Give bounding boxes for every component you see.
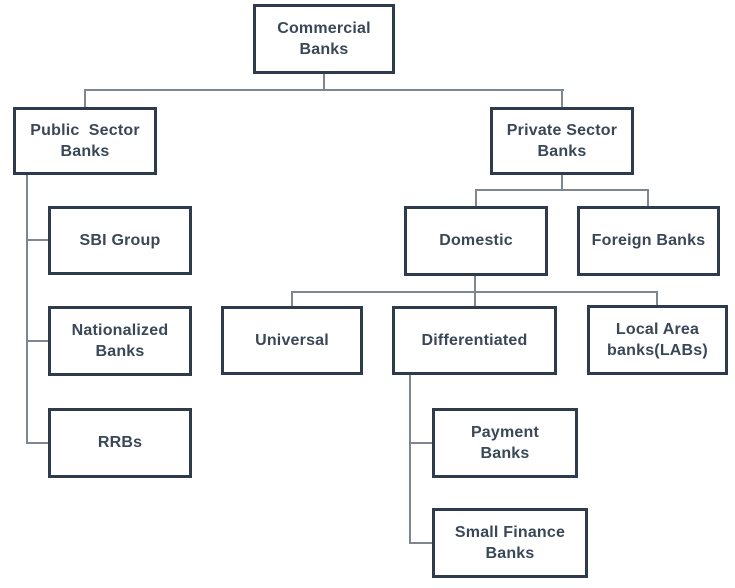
node-differentiated: Differentiated — [392, 306, 557, 375]
connector-public-vertical — [26, 175, 28, 444]
node-nationalized-banks-label: Nationalized Banks — [71, 321, 169, 360]
connector-to-payment — [409, 442, 432, 444]
connector-to-public — [84, 89, 86, 107]
node-domestic: Domestic — [404, 206, 548, 276]
node-private-sector-banks: Private Sector Banks — [490, 107, 634, 175]
node-payment-banks-label: Payment Banks — [470, 423, 540, 462]
connector-to-nationalized — [26, 340, 48, 342]
node-public-sector-banks-label: Public Sector Banks — [30, 121, 140, 160]
connector-to-rrbs — [26, 442, 48, 444]
node-small-finance-banks-label: Small Finance Banks — [454, 523, 566, 562]
connector-to-sbi — [26, 239, 48, 241]
node-universal: Universal — [221, 306, 363, 375]
node-universal-label: Universal — [255, 331, 329, 349]
node-rrbs: RRBs — [48, 408, 192, 478]
connector-differentiated-vertical — [409, 375, 411, 544]
node-local-area-banks-label: Local Area banks(LABs) — [607, 320, 708, 359]
connector-to-smallfinance — [409, 542, 432, 544]
node-sbi-group-label: SBI Group — [79, 231, 161, 249]
connector-to-labs — [656, 291, 658, 305]
node-commercial-banks: Commercial Banks — [253, 4, 395, 74]
node-nationalized-banks: Nationalized Banks — [48, 306, 192, 376]
node-payment-banks: Payment Banks — [432, 408, 578, 478]
node-local-area-banks: Local Area banks(LABs) — [587, 305, 728, 375]
node-commercial-banks-label: Commercial Banks — [277, 19, 371, 58]
node-rrbs-label: RRBs — [97, 434, 143, 452]
node-private-sector-banks-label: Private Sector Banks — [506, 121, 618, 160]
node-small-finance-banks: Small Finance Banks — [432, 508, 588, 578]
node-domestic-label: Domestic — [439, 232, 513, 250]
node-foreign-banks: Foreign Banks — [577, 206, 720, 276]
connector-to-domestic — [475, 189, 477, 206]
connector-to-universal — [291, 291, 293, 306]
connector-to-foreign — [647, 189, 649, 206]
connector-to-private — [561, 89, 563, 107]
node-sbi-group: SBI Group — [48, 206, 192, 275]
connector-commercial-stub — [323, 74, 325, 91]
connector-to-differentiated — [474, 291, 476, 306]
connector-level2-horizontal — [475, 189, 649, 191]
connector-domestic-stub — [474, 276, 476, 293]
connector-private-stub — [561, 175, 563, 191]
connector-level1-horizontal — [84, 89, 564, 91]
node-differentiated-label: Differentiated — [421, 331, 528, 349]
node-public-sector-banks: Public Sector Banks — [13, 107, 157, 175]
node-foreign-banks-label: Foreign Banks — [591, 232, 706, 250]
